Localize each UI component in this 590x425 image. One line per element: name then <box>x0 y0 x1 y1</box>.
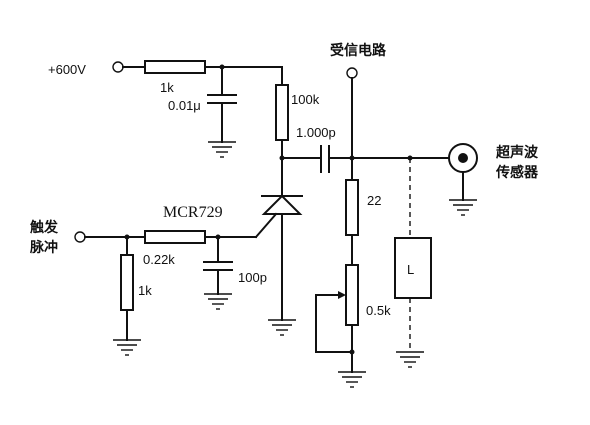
scr-mcr729 <box>254 194 303 321</box>
resistor-1k-trigger-label: 1k <box>138 283 152 298</box>
trigger-label-line2: 脉冲 <box>29 239 58 256</box>
scr-label: MCR729 <box>163 204 223 221</box>
sensor-label-line1: 超声波 <box>495 144 539 161</box>
resistor-22 <box>345 179 359 236</box>
supply-label: +600V <box>48 62 86 77</box>
ultrasonic-sensor <box>448 143 478 201</box>
ground-symbol <box>338 371 366 388</box>
receiver-label: 受信电路 <box>330 42 387 59</box>
ground-symbol <box>113 339 141 356</box>
sensor-label-line2: 传感器 <box>495 164 539 181</box>
potentiometer-0-5k-label: 0.5k <box>366 303 391 318</box>
ground-symbol <box>449 199 477 216</box>
trigger-terminal <box>74 231 86 243</box>
resistor-1k-trigger <box>120 254 134 311</box>
inductor-l <box>394 237 432 299</box>
resistor-0-22k-label: 0.22k <box>143 252 175 267</box>
ground-symbol <box>208 141 236 158</box>
ground-symbol <box>396 351 424 368</box>
capacitor-0-01u <box>207 66 237 143</box>
trigger-label-line1: 触发 <box>29 219 59 236</box>
resistor-1k-supply <box>144 60 206 74</box>
resistor-0-22k <box>144 230 206 244</box>
ground-symbol <box>204 293 232 310</box>
resistor-100k <box>275 84 289 141</box>
capacitor-1000p-label: 1.000p <box>296 125 336 140</box>
supply-terminal <box>112 61 124 73</box>
inductor-label: L <box>407 262 414 277</box>
resistor-22-label: 22 <box>367 193 381 208</box>
ground-symbol <box>268 319 296 336</box>
resistor-100k-label: 100k <box>291 92 320 107</box>
capacitor-1000p <box>320 145 330 173</box>
capacitor-0-01u-label: 0.01μ <box>168 98 201 113</box>
capacitor-100p-label: 100p <box>238 270 267 285</box>
capacitor-100p <box>203 236 233 295</box>
receiver-terminal <box>346 67 358 79</box>
resistor-1k-supply-label: 1k <box>160 80 174 95</box>
